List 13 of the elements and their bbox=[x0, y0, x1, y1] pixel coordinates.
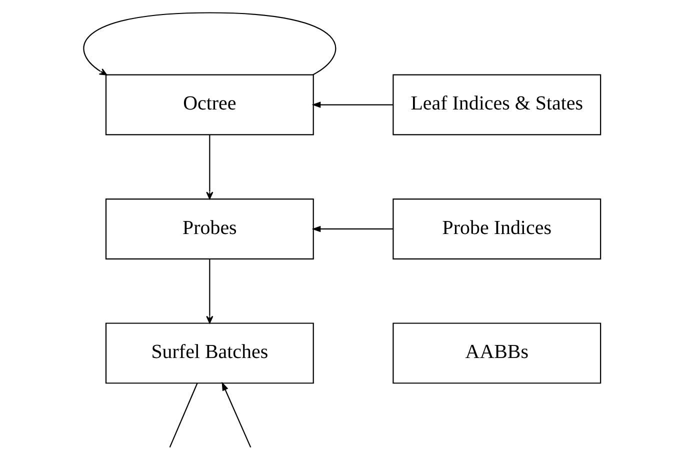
node-box: Probe Indices bbox=[392, 198, 601, 260]
arrow bbox=[82, 12, 336, 76]
connector bbox=[168, 383, 198, 448]
node-box: Leaf Indices & States bbox=[392, 74, 601, 136]
arrow bbox=[311, 102, 392, 108]
arrow bbox=[221, 382, 251, 448]
arrow bbox=[311, 226, 392, 232]
arrow bbox=[206, 259, 213, 324]
node-box: Surfel Batches bbox=[104, 322, 314, 384]
node-box: Probes bbox=[104, 198, 314, 260]
node-box: Octree bbox=[104, 74, 314, 136]
node-box: AABBs bbox=[392, 322, 601, 384]
arrow bbox=[206, 134, 213, 200]
